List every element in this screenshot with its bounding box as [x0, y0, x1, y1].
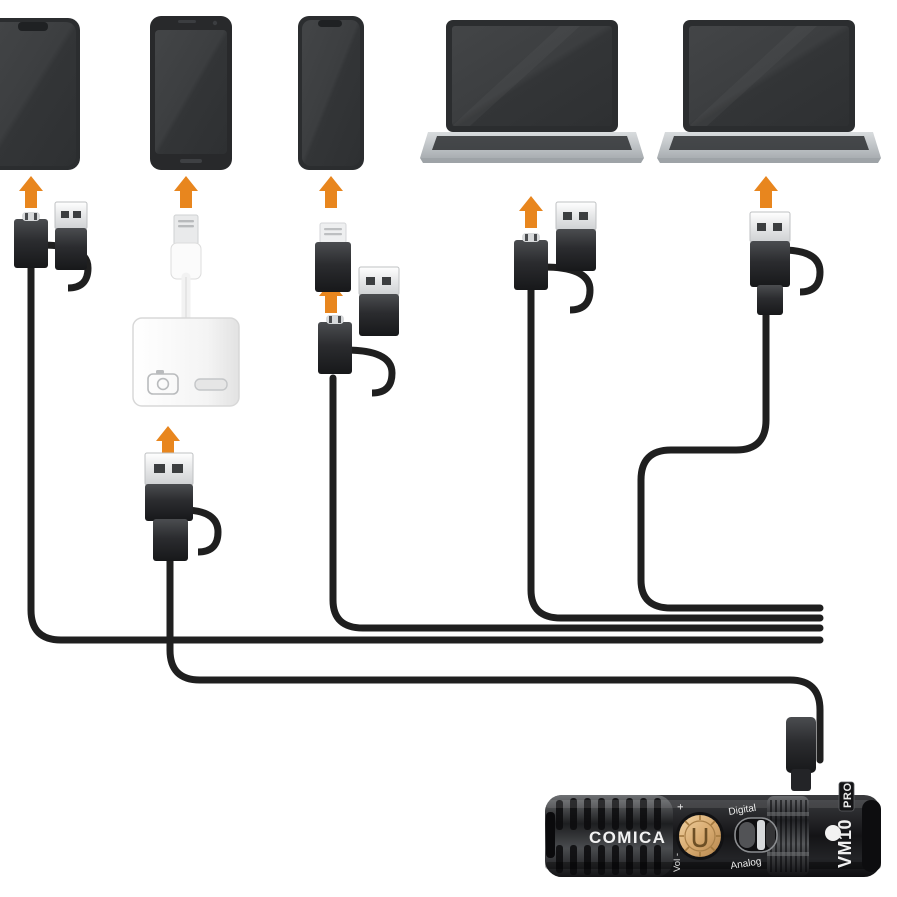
- usb-c-plug: [757, 285, 783, 315]
- mic-brand-label: COMICA: [589, 828, 666, 847]
- led-indicator: [825, 825, 841, 841]
- usb-a-plug: [358, 266, 400, 296]
- camera-icon: [147, 373, 179, 395]
- cable-phone-1: [27, 264, 824, 644]
- connector-usb-a-and-usb-c-4: [514, 201, 597, 314]
- microphone-vm10-pro: [545, 795, 881, 877]
- usb-port: [194, 378, 228, 391]
- mic-model-suffix-label: PRO: [842, 782, 854, 808]
- cable-bundle: [27, 264, 824, 764]
- device-phone-notch-small: [298, 16, 364, 170]
- laptop-keyboard: [669, 136, 869, 150]
- mic-grille: [545, 795, 673, 877]
- lightning-plug: [173, 214, 199, 246]
- volume-knob[interactable]: [676, 812, 724, 860]
- connector-usb-a-and-usb-c-1: [14, 201, 92, 292]
- connector-usb-a-and-usb-c-5: [749, 211, 824, 315]
- mic-usb-c-plug: [786, 717, 816, 791]
- arrow-group: [19, 176, 778, 458]
- mic-knurled-ring: [767, 796, 809, 876]
- connector-usb-a-and-usb-c-2: [144, 452, 222, 561]
- usb-c-plug: [514, 240, 548, 290]
- arrow-up-icon: [754, 176, 778, 208]
- volume-minus-label: Vol -: [672, 853, 683, 872]
- digital-analog-switch[interactable]: [734, 817, 778, 853]
- connector-usb-a-and-usb-c-3: [318, 266, 400, 397]
- device-laptop-left: [420, 20, 644, 163]
- lightning-camera-adapter: [132, 317, 240, 407]
- phone-notch: [318, 20, 342, 27]
- arrow-up-icon: [519, 196, 543, 228]
- arrow-up-icon: [319, 176, 343, 208]
- device-phone-bezel: [150, 16, 232, 170]
- usb-a-plug: [749, 211, 791, 243]
- usb-a-plug: [144, 452, 194, 486]
- mic-model-suffix-badge: PRO: [838, 781, 855, 812]
- usb-a-plug: [555, 201, 597, 231]
- cable-laptop-right: [637, 264, 824, 612]
- arrow-up-icon: [19, 176, 43, 208]
- volume-plus-label: +: [675, 804, 687, 810]
- switch-analog-label: Analog: [730, 856, 762, 872]
- device-laptop-right: [657, 20, 881, 163]
- usb-c-plug: [153, 519, 188, 561]
- mic-model-label: VM10: [835, 819, 855, 868]
- adapter-body: [315, 242, 351, 292]
- device-phone-notch-left: [0, 18, 80, 170]
- usb-c-plug: [318, 322, 352, 374]
- usb-a-plug: [54, 201, 88, 230]
- cable-phone-3: [329, 374, 824, 632]
- laptop-keyboard: [432, 136, 632, 150]
- cable-laptop-left: [527, 286, 824, 622]
- usb-c-plug: [14, 219, 48, 268]
- connector-lightning-to-usbc-adapter: [315, 222, 351, 292]
- arrow-up-icon: [156, 426, 180, 458]
- phone-notch: [18, 22, 48, 31]
- switch-digital-label: Digital: [728, 803, 757, 818]
- connector-lightning-plug: [170, 214, 202, 325]
- cable-adapter: [166, 556, 824, 764]
- arrow-up-icon: [174, 176, 198, 208]
